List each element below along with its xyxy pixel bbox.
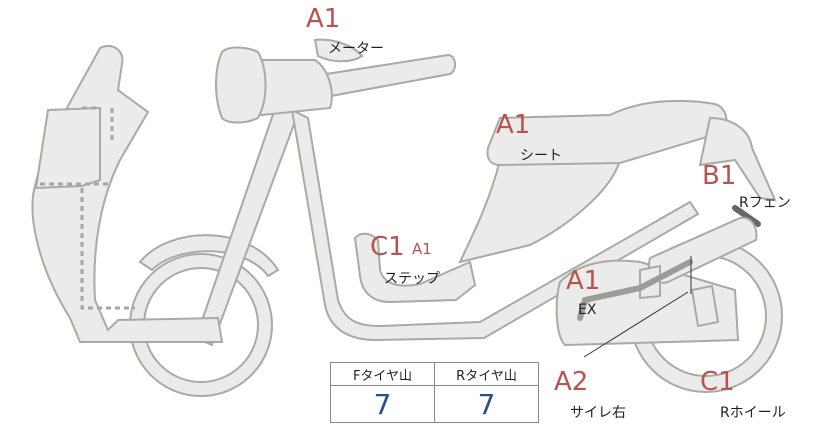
handlebar [319,53,456,100]
side-right-grade: A2 [554,367,589,397]
engine-case [555,259,740,347]
seat-label: シート [520,148,562,164]
r-fender-grade: B1 [702,161,737,191]
leader-line [583,291,689,358]
step-floor [353,232,477,304]
front-tire-tread-header: Fタイヤ山 [330,362,435,386]
step-grade: C1 [370,232,405,262]
rear-tire-tread-value: 7 [434,385,539,423]
body-panel [458,159,622,264]
meter-grade: A1 [306,4,341,34]
front-tire-tread-value: 7 [330,385,435,423]
tail-stub [732,205,761,227]
main-frame [290,108,700,342]
rear-fender [698,116,777,202]
r-fender-label: Rフェン [739,195,791,211]
exhaust-pipe [577,259,693,321]
step-label: ステップ [384,271,440,287]
shock [690,284,720,328]
meter-label: メーター [328,41,384,57]
headlight [215,46,267,124]
tire-tread-table: Fタイヤ山 Rタイヤ山 7 7 [330,362,539,423]
cowl-trim-line [80,188,135,310]
seat-grade: A1 [496,110,531,140]
tire-tread-value-row: 7 7 [330,385,539,423]
r-wheel-label: Rホイール [720,405,786,421]
front-cowl-inner [34,106,101,190]
side-right-label: サイレ右 [570,405,626,421]
tire-tread-header-row: Fタイヤ山 Rタイヤ山 [330,362,539,386]
r-wheel-grade: C1 [700,367,735,397]
rear-tire-tread-header: Rタイヤ山 [434,362,539,386]
exhaust-label: EX [578,302,597,318]
step-grade-sub: A1 [412,240,432,258]
seat [486,99,728,167]
exhaust-grade: A1 [566,266,601,296]
meter-cover [313,38,364,63]
